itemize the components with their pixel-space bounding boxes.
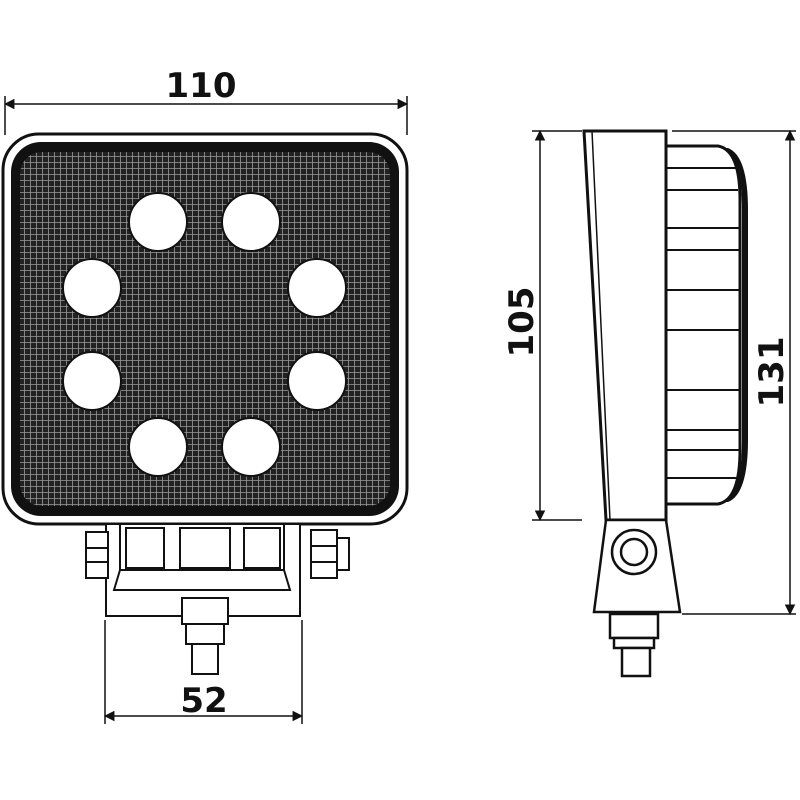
led-6 <box>287 351 347 411</box>
mount-bracket <box>85 523 350 675</box>
dimension-width-label: 110 <box>166 66 237 106</box>
dimension-mount-width: 52 <box>103 620 304 724</box>
front-view: 110 <box>1 66 409 724</box>
led-array <box>62 192 347 477</box>
side-lens <box>664 144 748 506</box>
led-8 <box>221 417 281 477</box>
dimension-housing-height-label: 105 <box>502 287 542 358</box>
led-5 <box>62 351 122 411</box>
dimension-width: 110 <box>3 66 409 135</box>
led-4 <box>287 258 347 318</box>
side-view: 105 <box>502 129 796 678</box>
led-3 <box>62 258 122 318</box>
led-7 <box>128 417 188 477</box>
led-1 <box>128 192 188 252</box>
side-bracket <box>592 518 682 678</box>
led-2 <box>221 192 281 252</box>
dimension-mount-width-label: 52 <box>180 681 227 721</box>
lens-grid <box>20 152 390 506</box>
side-housing <box>582 129 668 522</box>
dimension-total-height-label: 131 <box>752 337 792 408</box>
dimension-total-height: 131 <box>672 129 796 616</box>
dimension-housing-height: 105 <box>502 129 582 522</box>
